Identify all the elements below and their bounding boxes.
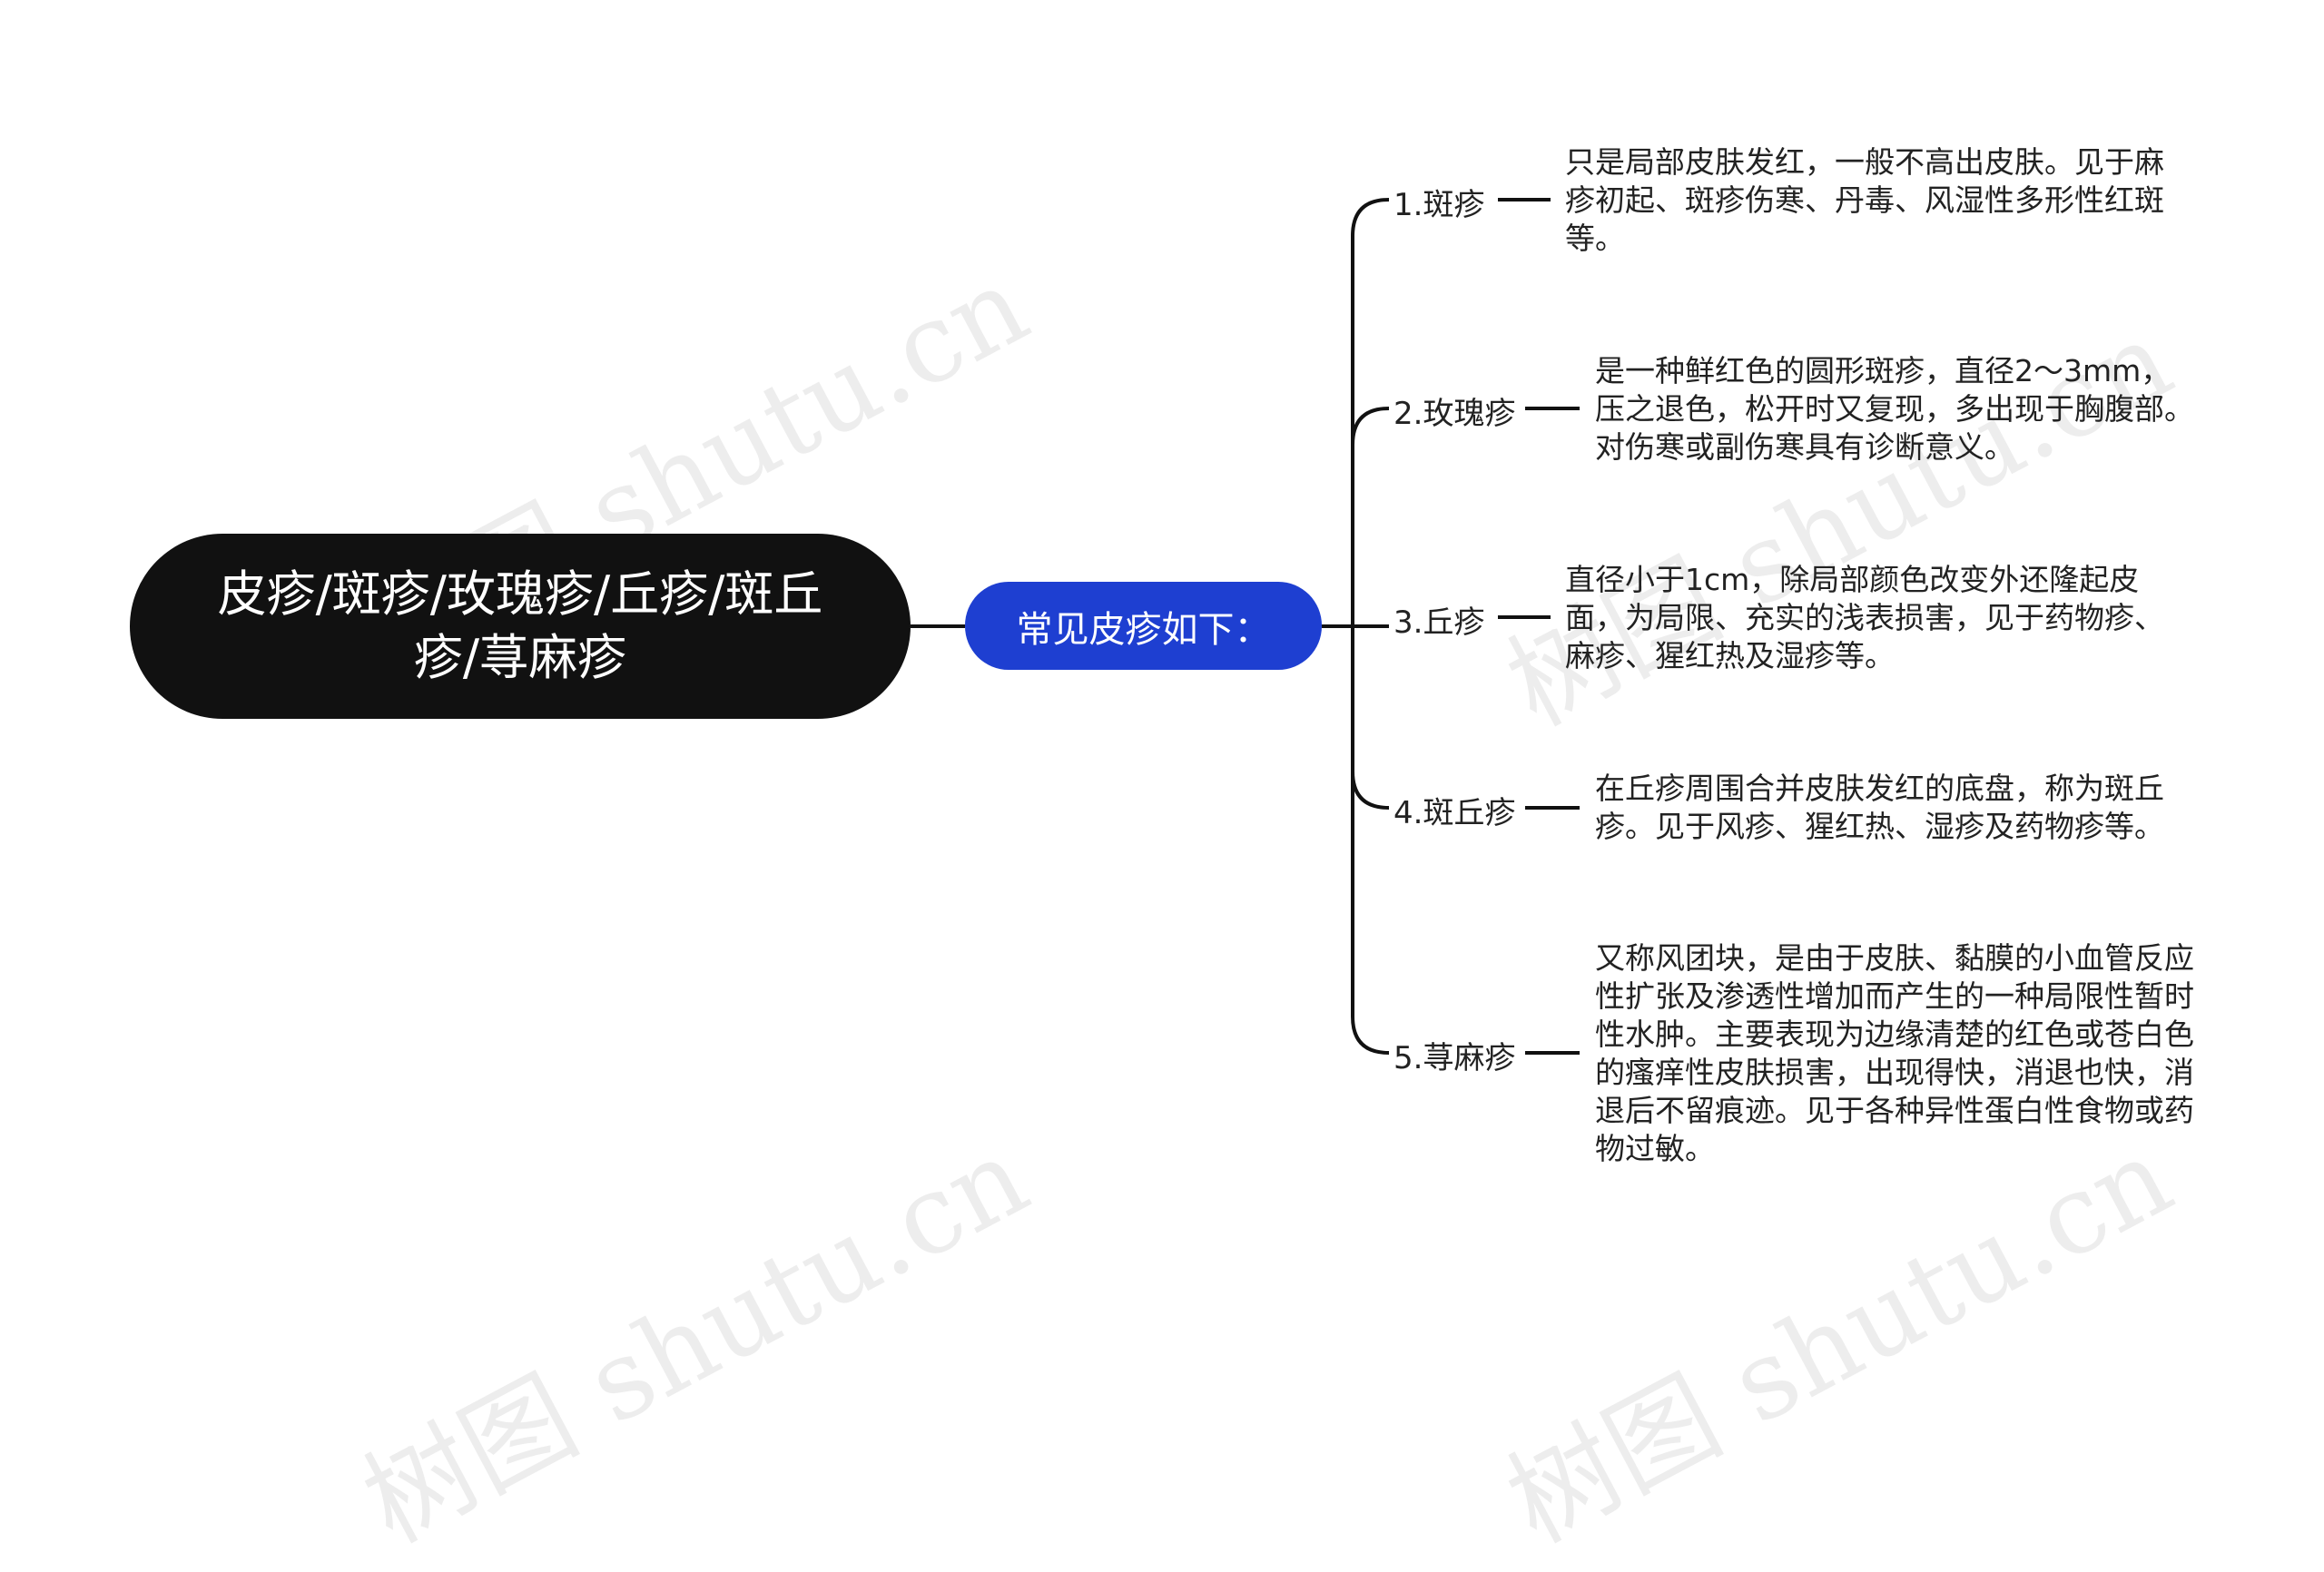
mind-map-canvas: 树图 shutu.cn 树图 shutu.cn 树图 shutu.cn 树图 s… [130, 144, 2194, 1567]
branch-label-5[interactable]: 5.荨麻疹 [1393, 1040, 1516, 1076]
center-label: 常见皮疹如下： [1016, 608, 1271, 651]
leaf-desc-4: 在丘疹周围合并皮肤发红的底盘，称为斑丘疹。见于风疹、猩红热、湿疹及药物疹等。 [1595, 771, 2164, 844]
root-title: 皮疹/斑疹/玫瑰疹/丘疹/斑丘疹/荨麻疹 [217, 565, 823, 686]
branch-label-4[interactable]: 4.斑丘疹 [1393, 795, 1516, 831]
leaf-desc-5: 又称风团块，是由于皮肤、黏膜的小血管反应性扩张及渗透性增加而产生的一种局限性暂时… [1595, 940, 2194, 1166]
connector-branch-2 [1351, 407, 1390, 626]
center-node[interactable]: 常见皮疹如下： [965, 582, 1322, 670]
root-node[interactable]: 皮疹/斑疹/玫瑰疹/丘疹/斑丘疹/荨麻疹 [130, 534, 911, 719]
connector-branch-5 [1351, 626, 1390, 1055]
branch-label-3[interactable]: 3.丘疹 [1393, 604, 1485, 641]
leaf-desc-1: 只是局部皮肤发红，一般不高出皮肤。见于麻疹初起、斑疹伤寒、丹毒、风湿性多形性红斑… [1565, 144, 2164, 256]
leaf-desc-3: 直径小于1cm，除局部颜色改变外还隆起皮面，为局限、充实的浅表损害，见于药物疹、… [1565, 562, 2164, 673]
leaf-desc-2: 是一种鲜红色的圆形斑疹，直径2～3mm，压之退色，松开时又复现，多出现于胸腹部。… [1595, 353, 2194, 465]
connector-lines [911, 198, 1580, 1055]
branch-label-2[interactable]: 2.玫瑰疹 [1393, 396, 1516, 432]
connector-branch-4 [1351, 626, 1390, 810]
connector-branch-1 [1351, 198, 1390, 626]
branch-label-1[interactable]: 1.斑疹 [1393, 187, 1485, 223]
